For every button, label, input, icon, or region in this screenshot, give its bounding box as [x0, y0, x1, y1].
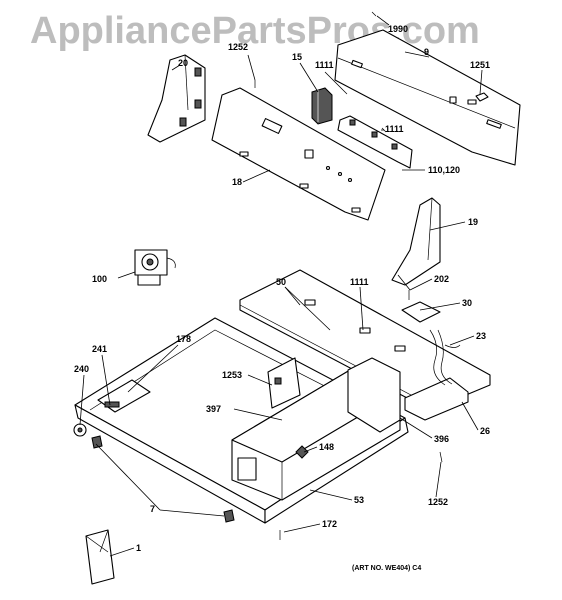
- leader-lines: [79, 15, 483, 557]
- callout-110-120: 110,120: [428, 165, 460, 175]
- callout-240: 240: [74, 364, 89, 374]
- callout-1990: 1990: [388, 24, 408, 34]
- part-1253-panel[interactable]: [267, 357, 301, 409]
- callout-172: 172: [322, 519, 337, 529]
- part-396-housing[interactable]: [347, 357, 401, 433]
- part-30-bracket[interactable]: [401, 301, 441, 323]
- screws: [254, 11, 443, 540]
- callout-396: 396: [434, 434, 449, 444]
- callout-labels: 1990 9 1251 15 1252 1111 1111 20 18 110,…: [74, 24, 490, 553]
- part-18-control-panel[interactable]: [211, 87, 386, 221]
- part-15-switch[interactable]: [311, 87, 333, 125]
- callout-178: 178: [176, 334, 191, 344]
- callout-1111-mid: 1111: [385, 124, 404, 134]
- part-7-hinge[interactable]: [91, 435, 235, 523]
- part-148-label[interactable]: [295, 445, 309, 459]
- callout-9: 9: [424, 47, 429, 57]
- callout-1: 1: [136, 543, 141, 553]
- callout-7: 7: [150, 504, 155, 514]
- callout-202: 202: [434, 274, 449, 284]
- callout-53: 53: [354, 495, 364, 505]
- callout-50: 50: [276, 277, 286, 287]
- callout-20: 20: [178, 58, 188, 68]
- part-178-lid-switch[interactable]: [97, 379, 151, 413]
- callout-18: 18: [232, 177, 242, 187]
- part-19-end-cap[interactable]: [391, 197, 441, 286]
- part-23-wire-harness[interactable]: [429, 329, 461, 386]
- part-9-rear-panel[interactable]: [334, 29, 521, 166]
- callout-1251: 1251: [470, 60, 490, 70]
- part-100-timer[interactable]: [134, 249, 176, 286]
- callout-15: 15: [292, 52, 302, 62]
- art-number: (ART NO. WE404) C4: [352, 565, 422, 572]
- callout-1111-low: 1111: [350, 277, 369, 287]
- callout-1253: 1253: [222, 370, 242, 380]
- part-240-bumper[interactable]: [73, 423, 87, 437]
- callout-30: 30: [462, 298, 472, 308]
- part-26-bracket[interactable]: [404, 377, 469, 421]
- part-1251-clip[interactable]: [475, 92, 489, 102]
- callout-241: 241: [92, 344, 107, 354]
- callout-1252-low: 1252: [428, 497, 448, 507]
- callout-148: 148: [319, 442, 334, 452]
- callout-397: 397: [206, 404, 221, 414]
- part-1-literature[interactable]: [85, 529, 115, 585]
- callout-26: 26: [480, 426, 490, 436]
- callout-19: 19: [468, 217, 478, 227]
- callout-100: 100: [92, 274, 107, 284]
- part-110-120-bracket[interactable]: [337, 115, 413, 169]
- callout-1111-top: 1111: [315, 60, 334, 70]
- callout-23: 23: [476, 331, 486, 341]
- callout-1252-top: 1252: [228, 42, 248, 52]
- part-20-end-cap[interactable]: [147, 54, 206, 143]
